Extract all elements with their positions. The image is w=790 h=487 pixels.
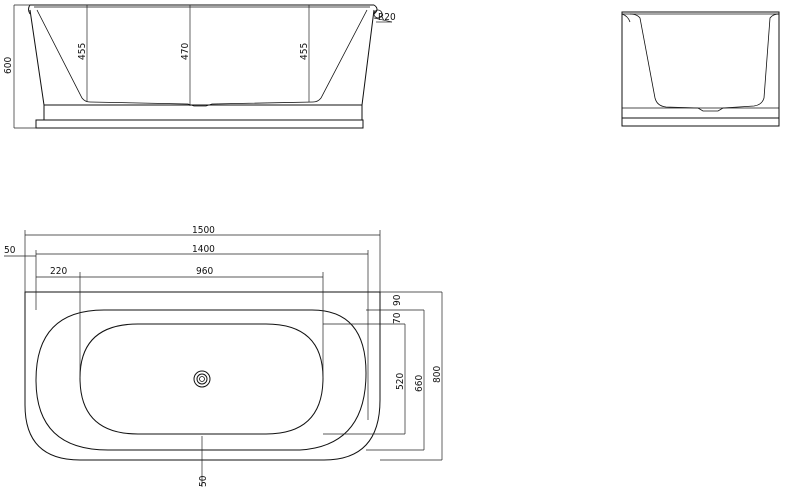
top-offset-50-bottom: 50 [198, 475, 209, 487]
top-plan-view: 1500 1400 50 220 960 800 660 520 90 70 5… [4, 225, 443, 487]
drain-icon [193, 370, 211, 388]
top-length-1500: 1500 [192, 225, 215, 236]
top-offset-220: 220 [50, 266, 67, 277]
top-offset-50-left: 50 [4, 245, 16, 256]
top-width-800: 800 [432, 366, 443, 383]
top-length-960: 960 [196, 266, 213, 277]
top-offset-70: 70 [392, 312, 403, 324]
side-elevation-view [621, 11, 780, 127]
top-width-520: 520 [395, 373, 406, 390]
front-height-600: 600 [3, 57, 14, 74]
front-depth-455-right: 455 [299, 43, 310, 60]
front-depth-455-left: 455 [77, 43, 88, 60]
front-depth-470: 470 [180, 43, 191, 60]
top-width-660: 660 [414, 375, 425, 392]
top-length-1400: 1400 [192, 244, 215, 255]
top-offset-90: 90 [392, 294, 403, 306]
front-rim-radius: R20 [378, 12, 396, 23]
front-elevation-view: R20 600 455 470 455 [3, 4, 396, 129]
